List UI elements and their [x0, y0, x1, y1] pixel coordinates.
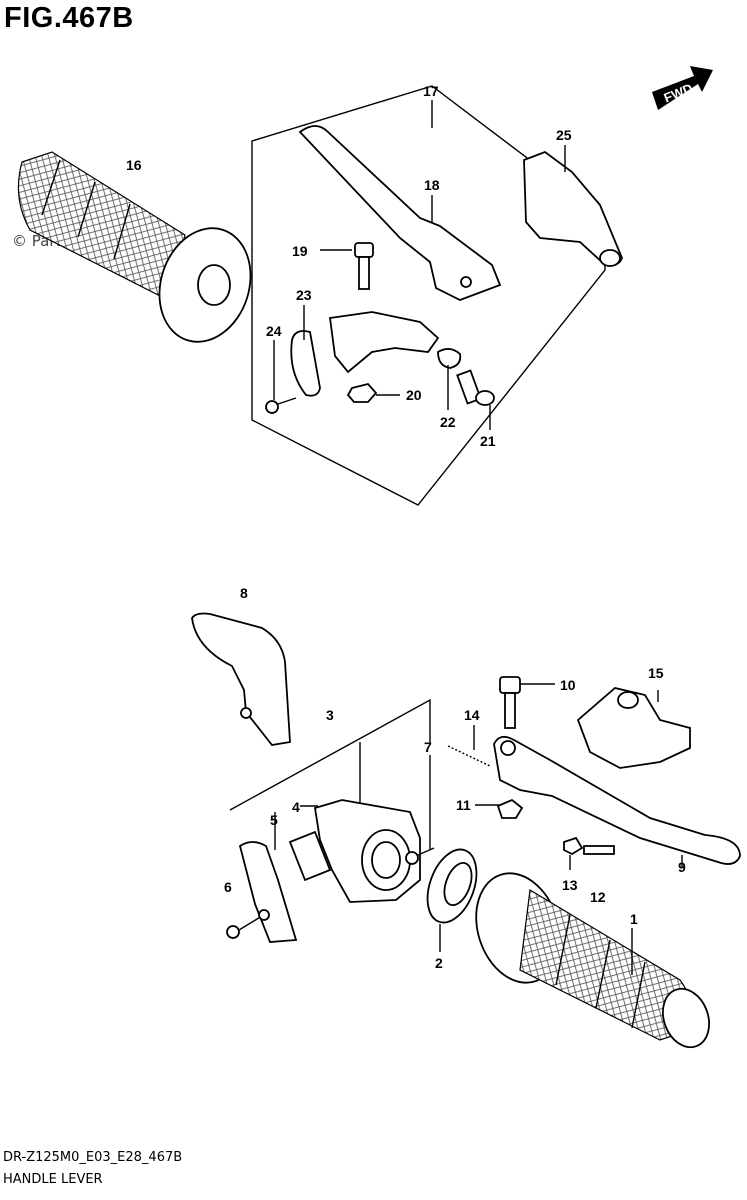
callout-8: 8 [240, 585, 248, 601]
callout-9: 9 [678, 859, 686, 875]
fwd-label: FWD [662, 80, 695, 105]
front-brake-lever-9 [493, 735, 741, 865]
screw-6 [226, 909, 270, 939]
left-grip [17, 151, 252, 343]
callout-21: 21 [480, 433, 496, 449]
callout-2: 2 [435, 955, 443, 971]
callout-11: 11 [456, 797, 471, 813]
adjuster-screw-12 [563, 836, 615, 856]
callout-12: 12 [590, 889, 606, 905]
lever-pivot-hole [460, 276, 472, 288]
washer-22 [437, 348, 462, 369]
callout-1: 1 [630, 911, 638, 927]
callout-10: 10 [560, 677, 576, 693]
callout-20: 20 [406, 387, 422, 403]
callout-labels: 1 2 3 4 5 6 7 8 9 10 11 12 13 14 15 16 1… [126, 83, 686, 971]
callout-3: 3 [326, 707, 334, 723]
callout-25: 25 [556, 127, 572, 143]
callout-19: 19 [292, 243, 308, 259]
throttle-pulley-2 [426, 848, 478, 924]
leader-lines [273, 100, 683, 975]
callout-22: 22 [440, 414, 456, 430]
callout-15: 15 [648, 665, 664, 681]
assembly-3-bracket [229, 698, 431, 811]
pivot-bolt-19 [354, 242, 374, 290]
bolt-21 [456, 369, 495, 406]
throttle-cable-guide-8 [191, 612, 291, 746]
clutch-lever-18 [298, 125, 502, 301]
nut-11 [496, 798, 524, 819]
callout-13: 13 [562, 877, 578, 893]
pivot-bolt-10 [499, 676, 521, 729]
lever-cover-25 [523, 150, 623, 267]
lever-bracket [328, 311, 440, 374]
footer-figure-name: HANDLE LEVER [3, 1172, 103, 1187]
cover-5 [238, 841, 298, 943]
housing-clamp [288, 830, 332, 882]
callout-18: 18 [424, 177, 440, 193]
spring-14 [447, 745, 491, 767]
callout-7: 7 [424, 739, 432, 755]
callout-23: 23 [296, 287, 312, 303]
footer-figure-code: DR-Z125M0_E03_E28_467B [3, 1150, 183, 1165]
callout-14: 14 [464, 707, 480, 723]
callout-5: 5 [270, 812, 278, 828]
callout-6: 6 [224, 879, 232, 895]
callout-17: 17 [423, 83, 439, 99]
screw-7 [405, 847, 435, 865]
assembly-17-box [251, 85, 606, 506]
right-grip-1 [475, 872, 710, 1049]
callout-16: 16 [126, 157, 142, 173]
callout-24: 24 [266, 323, 282, 339]
fwd-arrow-icon: FWD [652, 66, 713, 110]
figure-title: FIG.467B [4, 2, 134, 34]
callout-4: 4 [292, 799, 300, 815]
clamp-23 [290, 330, 321, 397]
nut-20 [346, 382, 378, 403]
screw-24 [265, 397, 297, 414]
cover-25-tip [599, 249, 621, 267]
